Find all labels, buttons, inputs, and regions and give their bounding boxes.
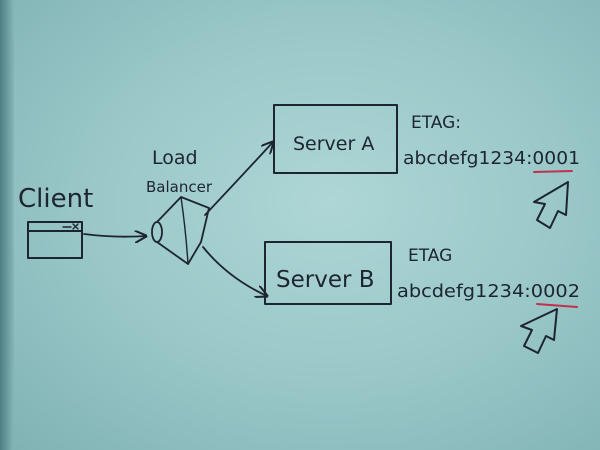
- server-a-etag-label: ETAG:: [411, 113, 461, 133]
- server-a-version-underline: [533, 170, 573, 173]
- browser-window-icon: [27, 221, 83, 259]
- server-a-label: Server A: [293, 133, 374, 155]
- server-b-version-underline: [536, 303, 578, 308]
- server-b-etag-value: abcdefg1234:0002: [397, 281, 580, 302]
- server-a-etag-value: abcdefg1234:0001: [403, 148, 580, 169]
- balancer-label-line1: Load: [152, 147, 198, 169]
- whiteboard-edge: [0, 0, 14, 450]
- funnel-icon: [151, 196, 210, 265]
- server-b-label: Server B: [276, 267, 375, 293]
- server-b-box: Server B: [264, 241, 392, 305]
- balancer-label-line2: Balancer: [146, 178, 213, 196]
- balancer-to-server-a-arrow: [204, 142, 273, 216]
- cursor-arrow-icon: [533, 181, 569, 229]
- balancer-to-server-b-arrow: [202, 246, 267, 296]
- client-label: Client: [18, 184, 93, 214]
- client-to-balancer-arrow: [83, 234, 146, 237]
- cursor-arrow-icon: [520, 308, 558, 354]
- server-a-box: Server A: [273, 104, 398, 174]
- server-b-etag-label: ETAG: [408, 246, 452, 266]
